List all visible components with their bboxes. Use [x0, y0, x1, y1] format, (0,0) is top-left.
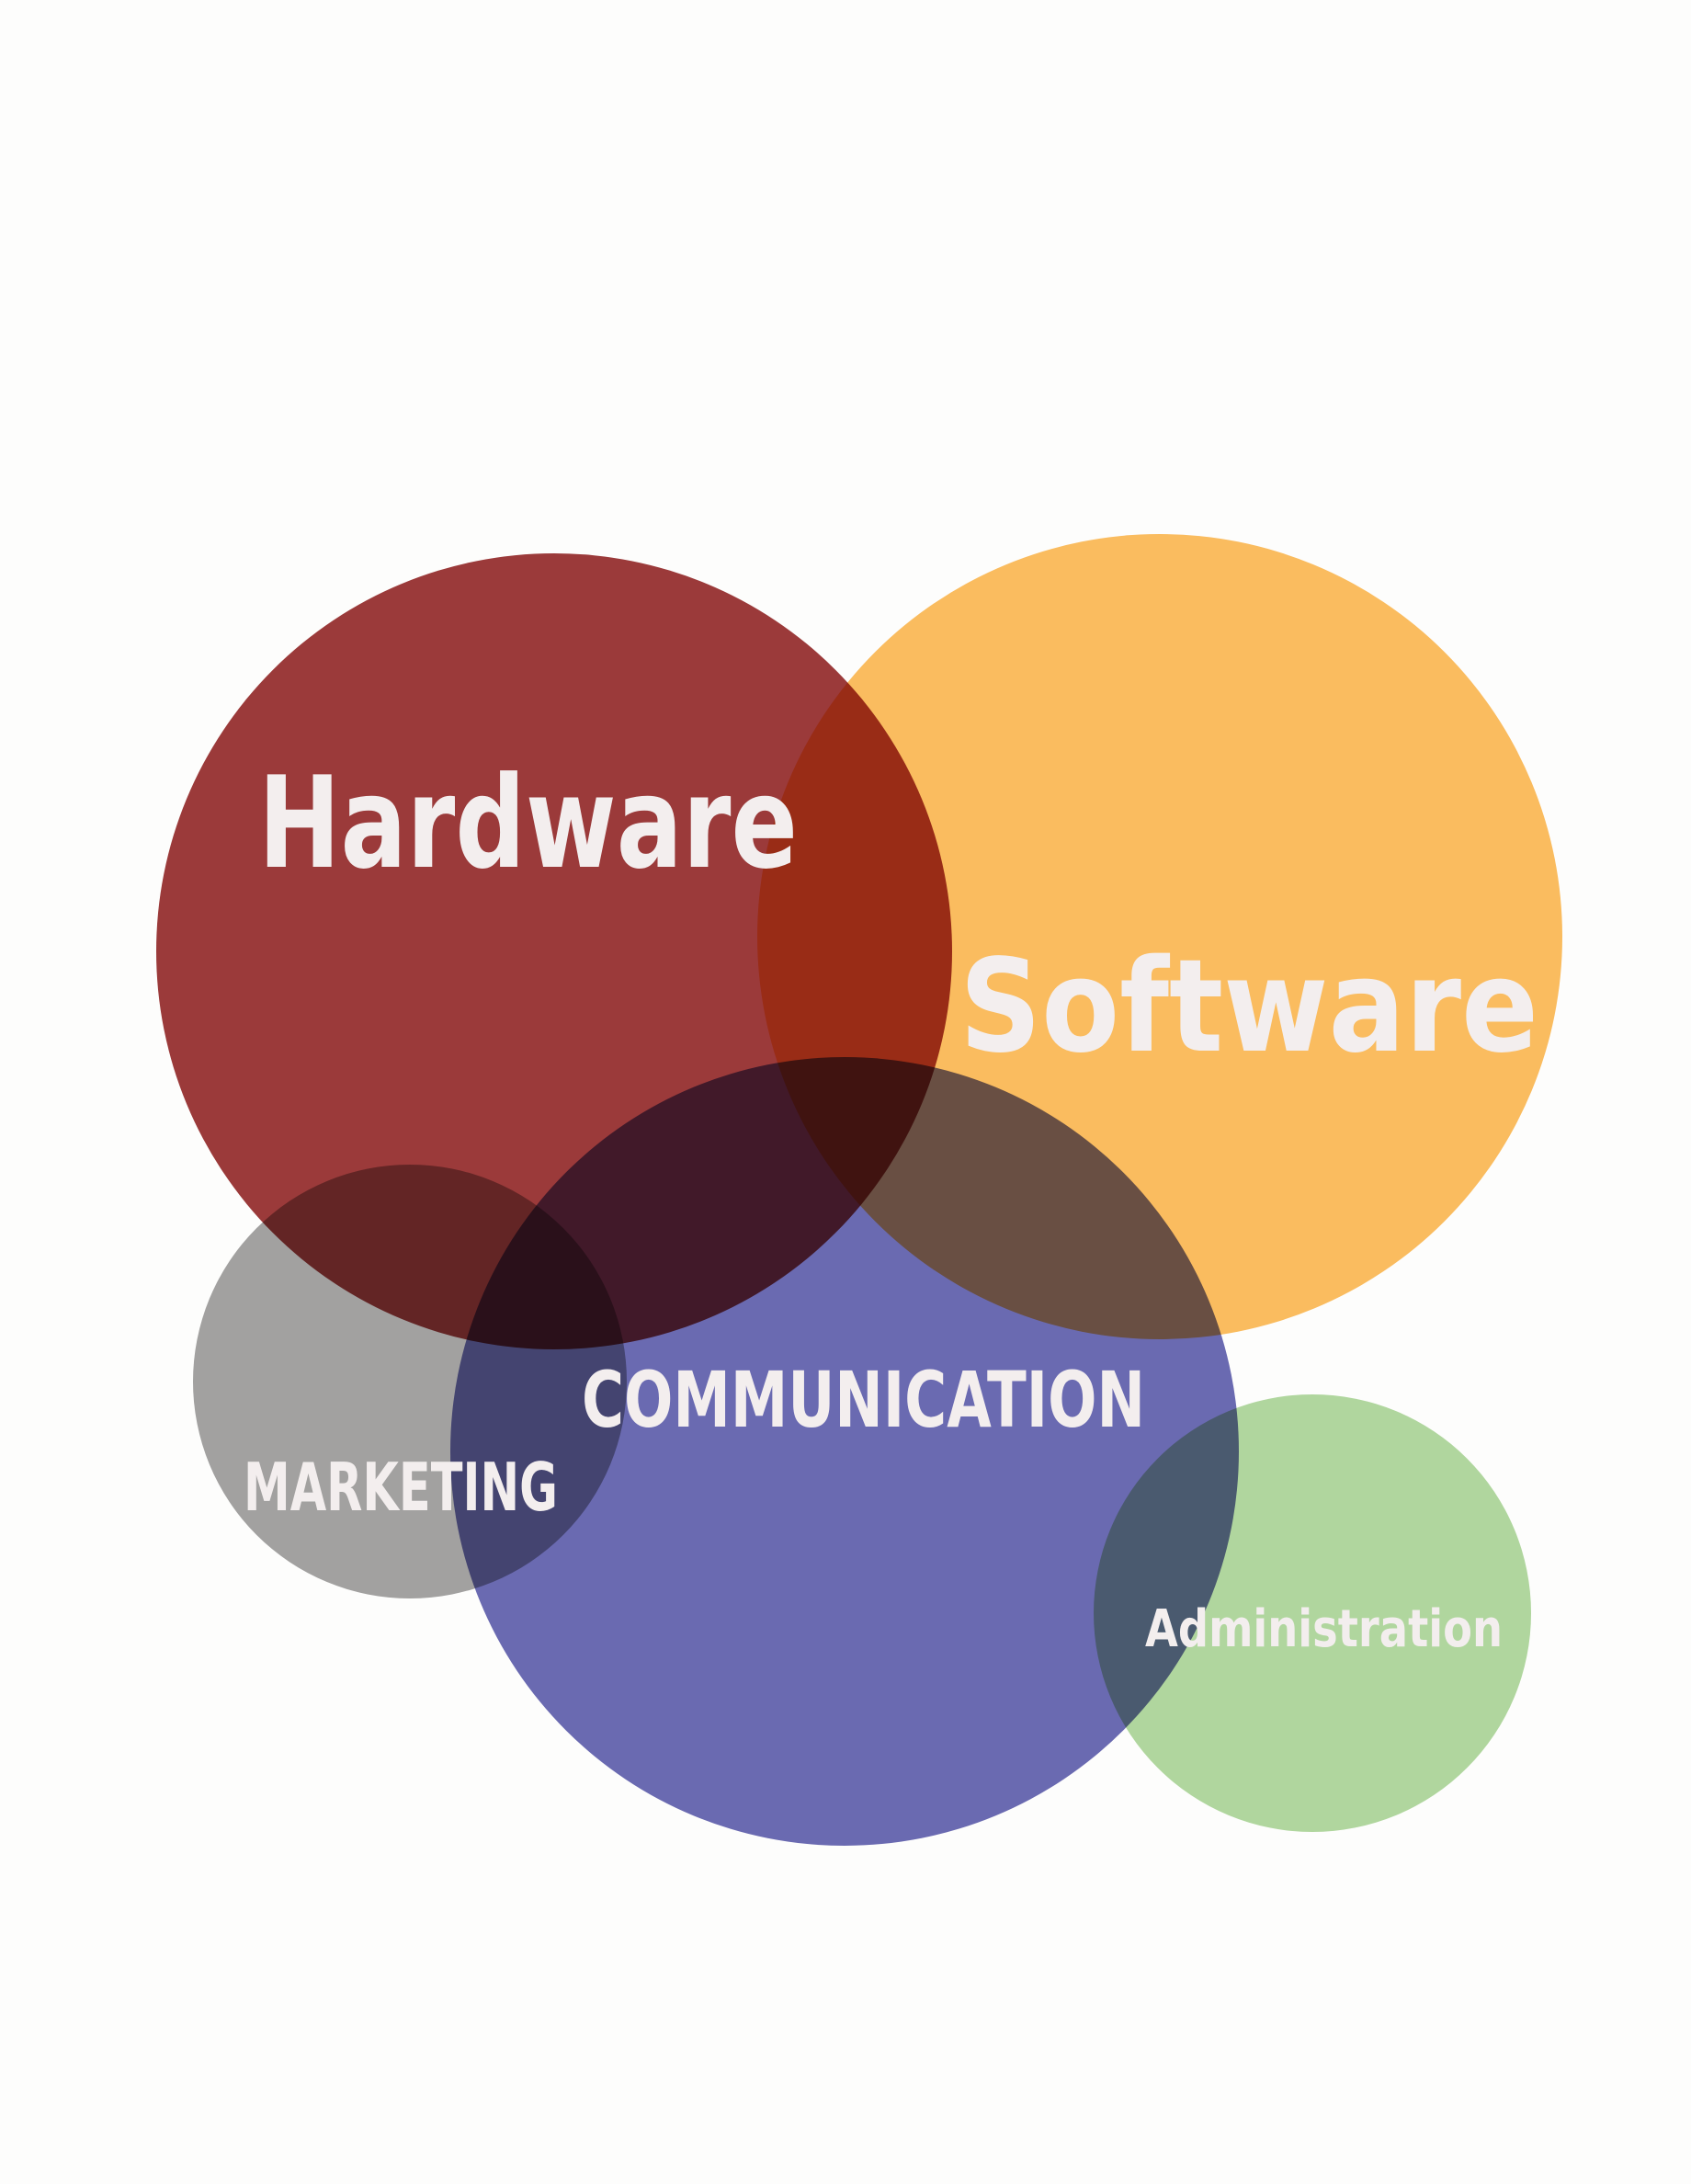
- administration-label: Administration: [1145, 1599, 1503, 1659]
- communication-circle: [450, 1057, 1239, 1846]
- communication-label: COMMUNICATION: [582, 1355, 1145, 1445]
- software-label: Software: [959, 932, 1538, 1082]
- hardware-label: Hardware: [258, 749, 798, 897]
- marketing-label: MARKETING: [244, 1449, 558, 1526]
- administration-circle: [1094, 1394, 1531, 1832]
